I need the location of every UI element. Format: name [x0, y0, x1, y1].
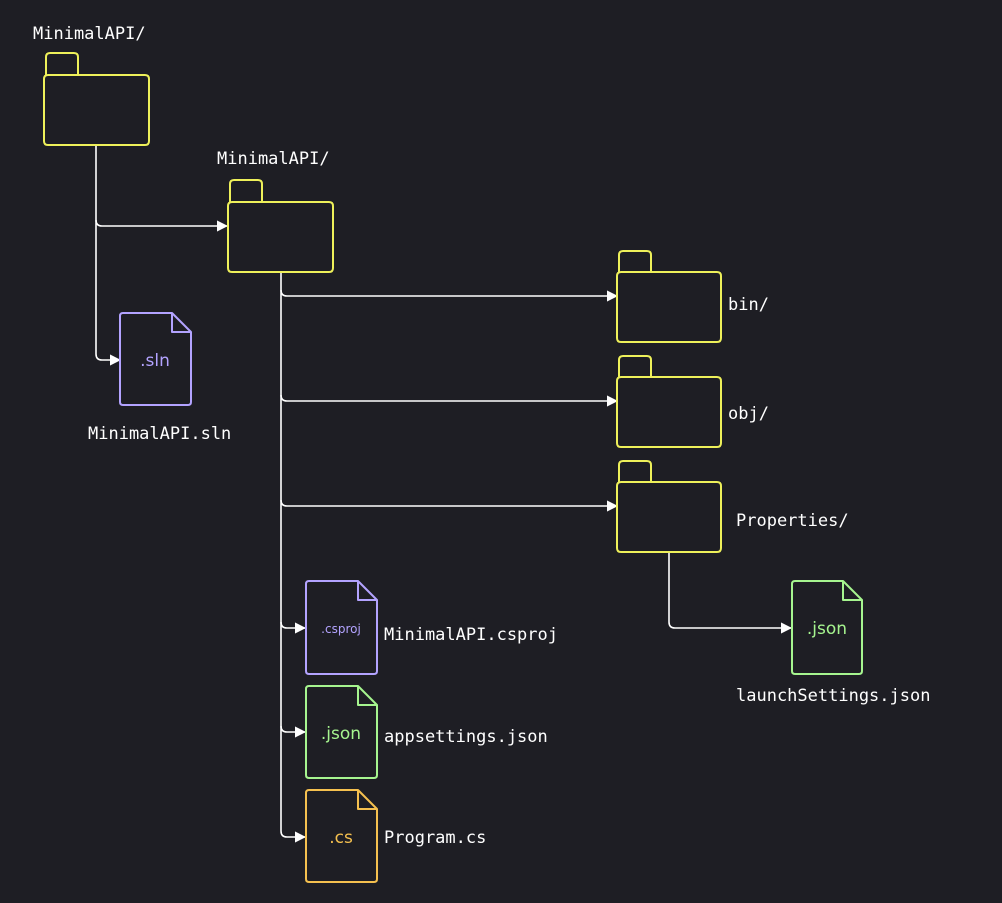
- edge-root-to-sln: [95, 220, 122, 366]
- edge-project-to-obj: [280, 290, 619, 407]
- sln-file: .sln MinimalAPI.sln: [88, 312, 231, 444]
- csproj-file: .csproj MinimalAPI.csproj: [305, 580, 558, 675]
- obj-folder: obj/: [616, 355, 769, 448]
- folder-icon: [43, 52, 150, 146]
- csproj-extension: .csproj: [321, 622, 361, 636]
- program-extension: .cs: [329, 828, 353, 848]
- appsettings-file-label: appsettings.json: [384, 727, 548, 747]
- file-icon: [305, 685, 378, 779]
- edge-properties-to-launchsettings: [668, 552, 793, 634]
- launchsettings-file: .json launchSettings.json: [736, 580, 930, 706]
- edge-root-to-project: [95, 146, 229, 232]
- launchsettings-file-label: launchSettings.json: [736, 686, 930, 706]
- bin-folder-label: bin/: [728, 295, 769, 315]
- folder-icon: [227, 179, 334, 273]
- root-folder-label: MinimalAPI/: [33, 24, 146, 44]
- file-icon: [305, 580, 378, 675]
- root-folder: MinimalAPI/: [33, 24, 150, 146]
- folder-icon: [616, 355, 722, 448]
- properties-folder: Properties/: [616, 460, 849, 553]
- bin-folder: bin/: [616, 250, 769, 343]
- obj-folder-label: obj/: [728, 404, 769, 424]
- properties-folder-label: Properties/: [736, 511, 849, 531]
- program-file-label: Program.cs: [384, 828, 486, 848]
- edge-project-to-properties: [280, 395, 619, 512]
- file-icon: [119, 312, 192, 406]
- file-icon: [791, 580, 863, 675]
- folder-icon: [616, 460, 722, 553]
- appsettings-file: .json appsettings.json: [305, 685, 548, 779]
- program-file: .cs Program.cs: [305, 789, 486, 883]
- launchsettings-extension: .json: [807, 619, 847, 639]
- project-folder: MinimalAPI/: [217, 149, 334, 273]
- appsettings-extension: .json: [321, 724, 361, 744]
- connectors: [95, 146, 793, 843]
- project-folder-label: MinimalAPI/: [217, 149, 330, 169]
- sln-extension: .sln: [140, 351, 170, 371]
- edge-project-to-bin: [280, 272, 619, 302]
- sln-file-label: MinimalAPI.sln: [88, 424, 231, 444]
- file-icon: [305, 789, 378, 883]
- edge-project-to-program: [280, 726, 307, 843]
- edge-project-to-csproj: [280, 500, 307, 634]
- csproj-file-label: MinimalAPI.csproj: [384, 625, 558, 645]
- folder-icon: [616, 250, 722, 343]
- edge-project-to-appsettings: [280, 622, 307, 738]
